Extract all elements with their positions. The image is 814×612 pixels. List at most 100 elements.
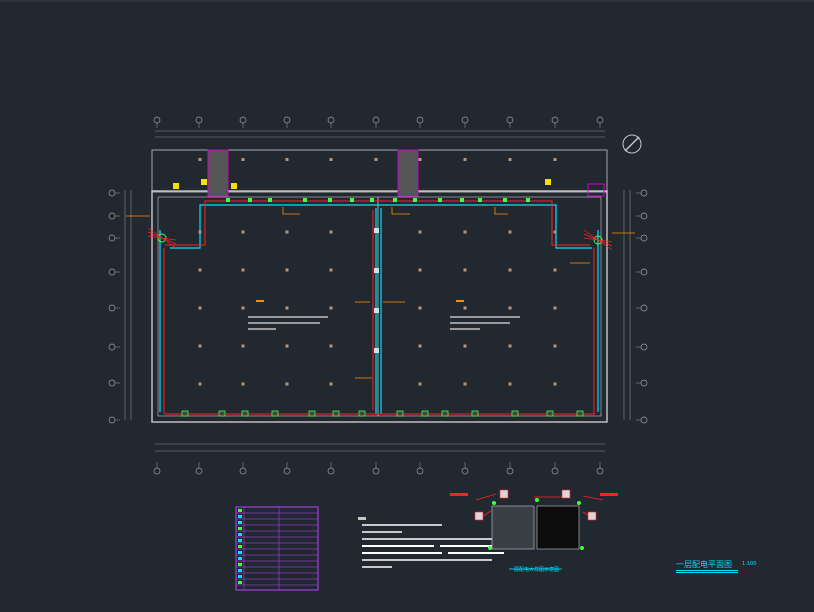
- grid-bubble: [640, 189, 648, 197]
- grid-bubble: [416, 116, 424, 124]
- grid-bubble: [640, 379, 648, 387]
- grid-axis-right: [636, 189, 648, 424]
- socket-icon: [181, 410, 189, 417]
- column: [198, 344, 202, 348]
- grid-bubble: [108, 234, 116, 242]
- grid-bubble: [551, 116, 559, 124]
- socket-icon: [511, 410, 519, 417]
- socket-icon: [248, 198, 252, 202]
- schedule-symbol: [238, 551, 242, 554]
- schedule-symbol: [238, 557, 242, 560]
- column: [463, 382, 467, 386]
- distribution-box-icon: [374, 348, 379, 353]
- stair-shafts: [207, 149, 605, 197]
- column: [508, 344, 512, 348]
- grid-bubble: [506, 467, 514, 475]
- schedule-symbol: [238, 569, 242, 572]
- column: [285, 382, 289, 386]
- socket-icon: [370, 198, 374, 202]
- socket-icon: [332, 410, 340, 417]
- grid-bubble: [461, 467, 469, 475]
- grid-bubble: [108, 379, 116, 387]
- drawing-title-block: 一层配电平面图 1:100: [676, 559, 756, 579]
- column: [508, 306, 512, 310]
- column: [553, 158, 557, 161]
- grid-bubble: [108, 343, 116, 351]
- distribution-box-icon: [374, 228, 379, 233]
- room-notes-left: [248, 300, 328, 330]
- column: [198, 306, 202, 310]
- grid-bubble: [327, 467, 335, 475]
- grid-bubble: [551, 467, 559, 475]
- column: [329, 344, 333, 348]
- power-branch: [597, 239, 613, 251]
- column: [463, 306, 467, 310]
- column: [329, 382, 333, 386]
- column: [241, 344, 245, 348]
- column: [241, 230, 245, 234]
- grid-axis-left: [108, 189, 120, 424]
- grid-axis-bottom: [153, 462, 604, 475]
- cable-tray: [159, 204, 599, 414]
- column: [329, 306, 333, 310]
- column: [285, 344, 289, 348]
- power-branch: [147, 231, 163, 239]
- column: [553, 268, 557, 272]
- column: [553, 344, 557, 348]
- schedule-symbol: [238, 563, 242, 566]
- power-branch: [583, 237, 599, 241]
- schedule-symbol: [238, 515, 242, 518]
- grid-bubble: [416, 467, 424, 475]
- power-branch: [597, 239, 613, 247]
- column: [418, 158, 422, 161]
- grid-bubble: [461, 116, 469, 124]
- grid-bubble: [640, 212, 648, 220]
- socket-icon: [350, 198, 354, 202]
- grid-bubble: [327, 116, 335, 124]
- column: [508, 268, 512, 272]
- socket-icon: [393, 198, 397, 202]
- grid-bubble: [283, 467, 291, 475]
- schedule-symbol: [238, 509, 242, 512]
- grid-bubble: [195, 467, 203, 475]
- column: [285, 306, 289, 310]
- column: [463, 230, 467, 234]
- socket-icon: [478, 198, 482, 202]
- grid-bubble: [153, 116, 161, 124]
- grid-bubble: [108, 416, 116, 424]
- column: [553, 306, 557, 310]
- column: [285, 268, 289, 272]
- schedule-symbol: [238, 533, 242, 536]
- grid-bubble: [283, 116, 291, 124]
- column: [463, 344, 467, 348]
- socket-icon: [460, 198, 464, 202]
- socket-icon: [241, 410, 249, 417]
- detail-diagram-caption: 一层配电大样图示意图: [509, 567, 560, 573]
- socket-icon: [471, 410, 479, 417]
- socket-icon: [226, 198, 230, 202]
- socket-icon: [576, 410, 584, 417]
- title-underline: [676, 570, 738, 571]
- column: [285, 230, 289, 234]
- column: [241, 306, 245, 310]
- column: [418, 268, 422, 272]
- column: [508, 158, 512, 161]
- column: [553, 382, 557, 386]
- column: [508, 382, 512, 386]
- distribution-box-icon: [374, 308, 379, 313]
- schedule-symbol: [238, 521, 242, 524]
- socket-icon: [441, 410, 449, 417]
- grid-bubble: [596, 467, 604, 475]
- socket-icon: [218, 410, 226, 417]
- electrical-devices: [147, 179, 613, 417]
- column: [418, 344, 422, 348]
- power-branch: [583, 229, 599, 241]
- column: [198, 158, 202, 161]
- distribution-box-icon: [374, 268, 379, 273]
- column: [463, 268, 467, 272]
- grid-bubble: [239, 467, 247, 475]
- grid-bubble: [640, 343, 648, 351]
- distribution-box-icon: [201, 179, 207, 185]
- column: [198, 382, 202, 386]
- column: [374, 158, 378, 161]
